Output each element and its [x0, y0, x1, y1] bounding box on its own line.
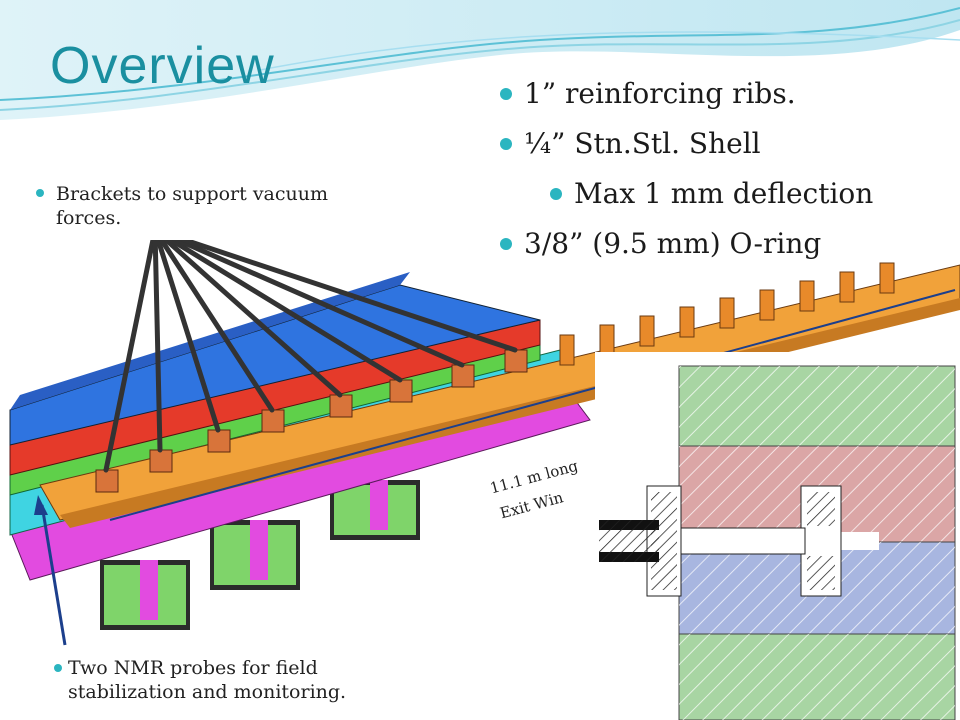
bullet-item: ¼” Stn.Stl. Shell [500, 122, 873, 172]
bullet-text: 3/8” (9.5 mm) O-ring [524, 227, 822, 260]
sub-bullet-item: Max 1 mm deflection [550, 172, 873, 222]
bullet-item: 3/8” (9.5 mm) O-ring [500, 222, 873, 272]
bullet-text: Max 1 mm deflection [574, 177, 874, 210]
brackets-note: Brackets to support vacuum forces. [56, 183, 329, 229]
bullet-dot-icon [500, 88, 512, 100]
bullet-dot-icon [500, 138, 512, 150]
magnet-assembly-drawing [9, 240, 960, 646]
nmr-probes-note: Two NMR probes for field stabilization a… [68, 657, 347, 703]
bullet-dot-icon [500, 238, 512, 250]
bullet-text: ¼” Stn.Stl. Shell [524, 127, 761, 160]
support-stands [100, 480, 420, 630]
bullet-dot-icon [54, 664, 62, 672]
bullet-text: 1” reinforcing ribs. [524, 77, 796, 110]
slide-title: Overview [50, 37, 275, 95]
bullet-dot-icon [550, 188, 562, 200]
spec-bullet-list: 1” reinforcing ribs. ¼” Stn.Stl. Shell M… [500, 72, 873, 272]
cross-section-inset [595, 352, 960, 720]
bullet-item: 1” reinforcing ribs. [500, 72, 873, 122]
bullet-dot-icon [36, 189, 44, 197]
